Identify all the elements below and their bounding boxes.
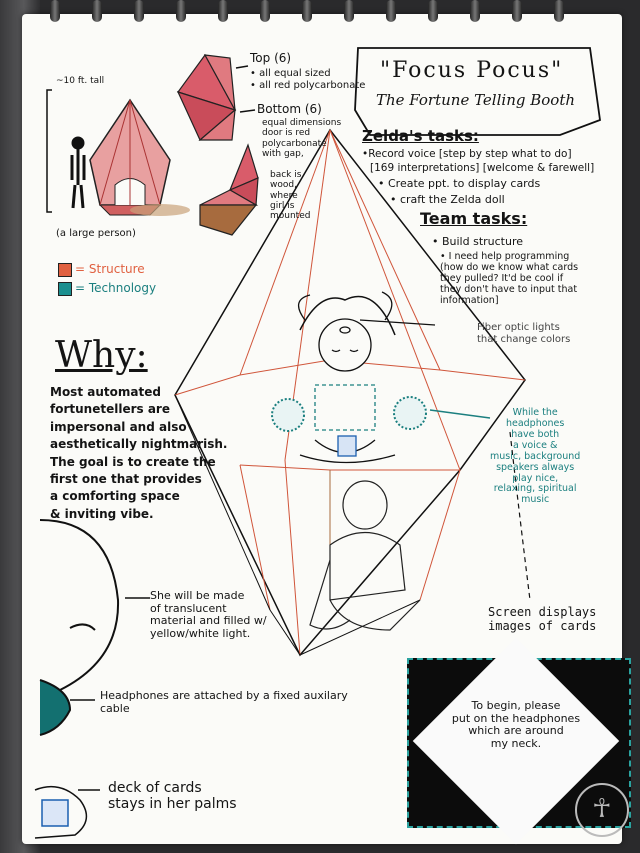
fortune-teller-doll bbox=[298, 291, 396, 464]
hands-with-cards-drawing bbox=[34, 785, 88, 839]
deck-note: deck of cards stays in her palms bbox=[108, 780, 237, 813]
left-speaker bbox=[271, 398, 305, 432]
title-line-1: "Focus Pocus" bbox=[380, 58, 564, 83]
bottom-panels-drawing bbox=[199, 143, 259, 236]
top-notes: • all equal sized • all red polycarbonat… bbox=[250, 68, 366, 91]
headphones-music-note: While the headphones have both a voice &… bbox=[490, 407, 581, 506]
translucent-note: She will be made of translucent material… bbox=[150, 589, 267, 640]
small-booth-drawing bbox=[89, 98, 190, 216]
person-note: (a large person) bbox=[56, 228, 136, 239]
technology-swatch bbox=[58, 282, 72, 296]
screen-label: Screen displays images of cards bbox=[488, 605, 597, 633]
height-note: ~10 ft. tall bbox=[56, 76, 105, 86]
zelda-task-2: [169 interpretations] [welcome & farewel… bbox=[370, 162, 595, 174]
zelda-task-1: •Record voice [step by step what to do] bbox=[362, 148, 572, 160]
title-line-2: The Fortune Telling Booth bbox=[376, 91, 576, 109]
team-task-1: • Build structure bbox=[432, 235, 524, 248]
booth-wireframe bbox=[174, 128, 526, 657]
team-heading: Team tasks: bbox=[420, 209, 528, 228]
zelda-task-3: • Create ppt. to display cards bbox=[378, 177, 541, 190]
why-text: Most automated fortunetellers are impers… bbox=[50, 385, 228, 521]
doll-head-closeup bbox=[39, 519, 120, 736]
legend-structure: = Structure bbox=[75, 262, 145, 276]
bottom-notes: equal dimensions door is red polycarbona… bbox=[262, 118, 342, 160]
zelda-task-4: • craft the Zelda doll bbox=[390, 193, 505, 206]
title-frame bbox=[354, 47, 601, 136]
person-figure bbox=[70, 136, 86, 209]
fiber-optic-note: Fiber optic lights that change colors bbox=[477, 322, 571, 345]
headphones-attached-note: Headphones are attached by a fixed auxil… bbox=[100, 689, 348, 715]
right-speaker bbox=[393, 396, 427, 430]
top-heading: Top (6) bbox=[250, 51, 292, 65]
top-panels-drawing bbox=[176, 53, 237, 141]
back-note: back is wood, where girl is mounted bbox=[270, 170, 311, 222]
zelda-heading: Zelda's tasks: bbox=[362, 127, 479, 145]
screen-text: To begin, please put on the headphones w… bbox=[451, 699, 581, 750]
visitor-child-drawing bbox=[309, 480, 421, 631]
team-task-2: • I need help programming (how do we kno… bbox=[440, 251, 579, 306]
structure-swatch bbox=[58, 263, 72, 277]
watermark-logo: ☥ bbox=[575, 783, 629, 837]
why-heading: Why: bbox=[55, 335, 148, 376]
legend-technology: = Technology bbox=[75, 281, 157, 295]
spiral-binding bbox=[30, 0, 630, 24]
bottom-heading: Bottom (6) bbox=[257, 102, 322, 116]
